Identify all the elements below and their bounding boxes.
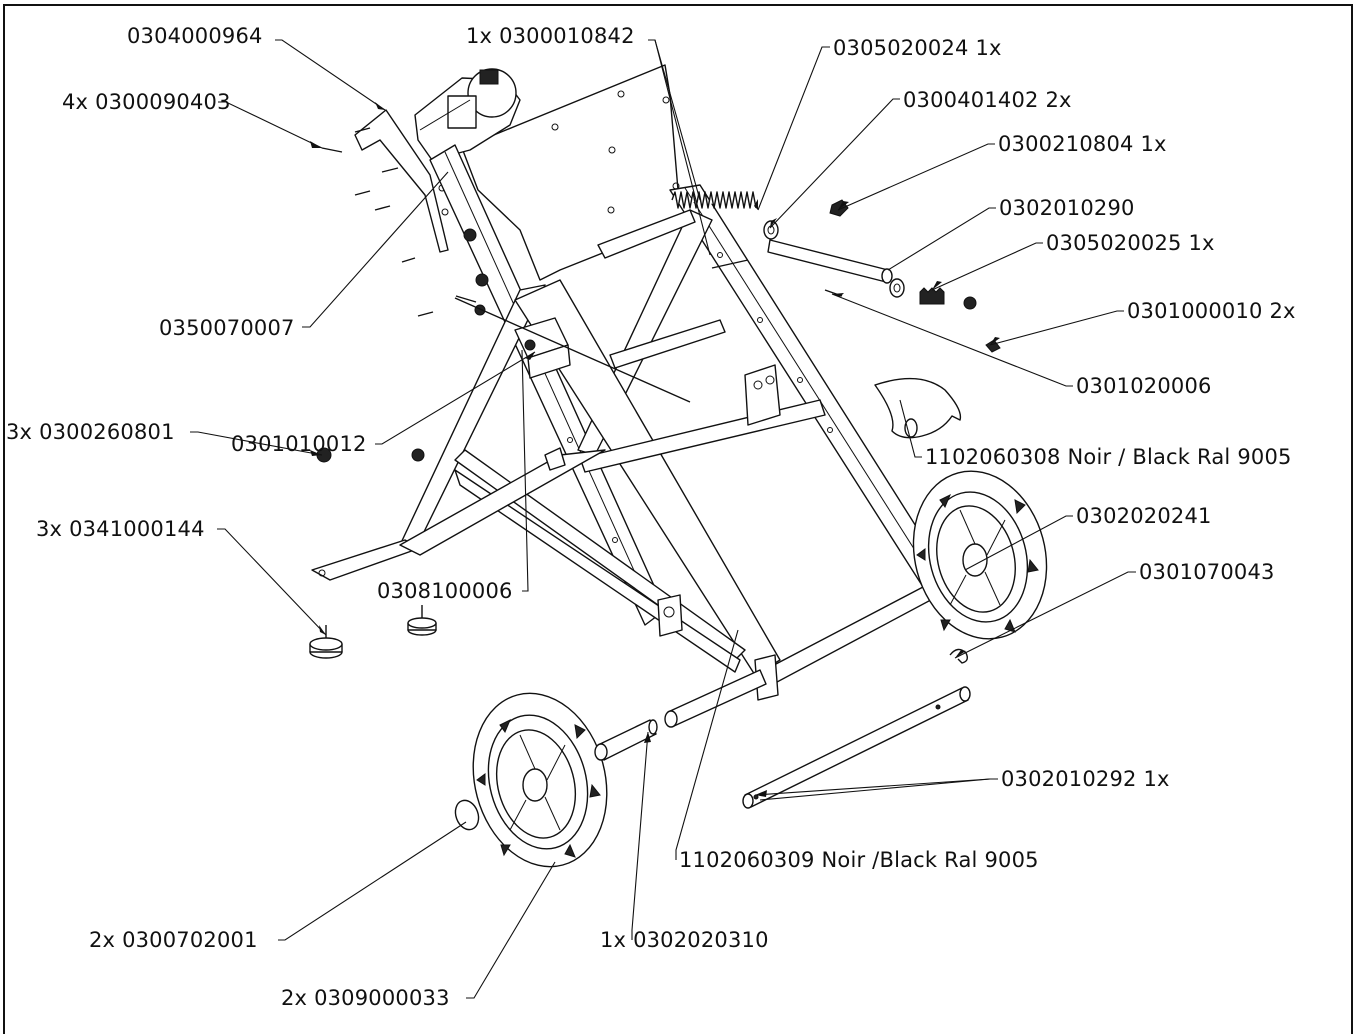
callout-0301010012: 0301010012 (231, 432, 367, 456)
frame-leg-right (669, 184, 951, 591)
wheel-right (912, 470, 1048, 640)
callout-0302020310: 1x 0302020310 (600, 928, 769, 952)
feet (309, 605, 437, 659)
callout-0300210804: 0300210804 1x (998, 132, 1167, 156)
tension-rod (454, 297, 691, 403)
tube-bracket (514, 317, 571, 379)
frame-rear-leg (399, 209, 781, 676)
callout-0341000144: 3x 0341000144 (36, 517, 205, 541)
callout-0304000964: 0304000964 (127, 24, 263, 48)
foot-plate (311, 447, 606, 581)
callout-1102060309: 1102060309 Noir /Black Ral 9005 (679, 848, 1039, 872)
axle-0302020310 (594, 719, 658, 761)
drawing-border (3, 4, 1353, 1034)
pin-0302010292 (742, 686, 971, 809)
callout-0301000010: 0301000010 2x (1127, 299, 1296, 323)
callout-0308100006: 0308100006 (377, 579, 513, 603)
pin-rod-0302010290 (767, 239, 893, 284)
spring (671, 191, 757, 209)
callout-0350070007: 0350070007 (159, 316, 295, 340)
callout-0300260801: 3x 0300260801 (6, 420, 175, 444)
callout-0309000033: 2x 0309000033 (281, 986, 450, 1010)
callout-0302010290: 0302010290 (999, 196, 1135, 220)
callout-0300702001: 2x 0300702001 (89, 928, 258, 952)
axle-stub (664, 669, 767, 728)
callout-0300090403: 4x 0300090403 (62, 90, 231, 114)
motor-assembly (414, 68, 521, 161)
bolts (321, 127, 843, 317)
callout-0301020006: 0301020006 (1076, 374, 1212, 398)
fender-1102060308 (874, 377, 962, 439)
front-support-bracket (744, 364, 781, 426)
hub-cap (454, 799, 480, 831)
callout-0300010842: 1x 0300010842 (466, 24, 635, 48)
callout-0305020024: 0305020024 1x (833, 36, 1002, 60)
leader-arrows (310, 102, 1000, 797)
leader-lines (190, 39, 1136, 999)
callout-0300401402: 0300401402 2x (903, 88, 1072, 112)
callout-0302010292: 0302010292 1x (1001, 767, 1170, 791)
callout-0305020025: 0305020025 1x (1046, 231, 1215, 255)
wheel-left (472, 692, 608, 868)
callout-0302020241: 0302020241 (1076, 504, 1212, 528)
callout-0301070043: 0301070043 (1139, 560, 1275, 584)
callout-1102060308: 1102060308 Noir / Black Ral 9005 (925, 445, 1292, 469)
